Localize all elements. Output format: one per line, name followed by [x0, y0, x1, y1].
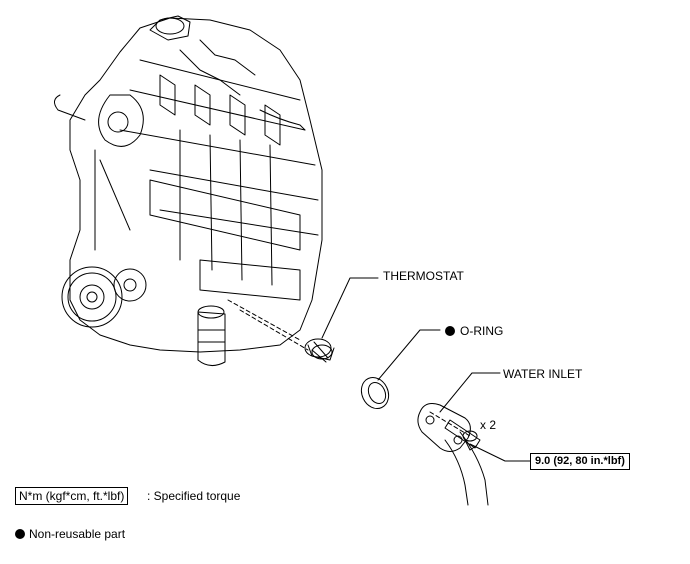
- water-inlet-label: WATER INLET: [503, 367, 583, 381]
- engine-block: [54, 15, 323, 353]
- thermostat-label: THERMOSTAT: [383, 269, 464, 283]
- alignment-line-inlet: [429, 411, 471, 437]
- water-inlet-part: [417, 403, 489, 506]
- legend-non-reusable-label: Non-reusable part: [29, 527, 126, 541]
- water-pump-pulley: [113, 268, 147, 302]
- legend-torque-box: N*m (kgf*cm, ft.*lbf): [15, 487, 129, 505]
- leader-thermostat: [321, 277, 379, 339]
- leader-bolt: [469, 443, 531, 462]
- crank-pulley: [61, 266, 123, 328]
- non-reusable-dot-o-ring: [445, 326, 455, 336]
- thermostat-part: [304, 338, 335, 363]
- legend-non-reusable-dot: [15, 529, 25, 539]
- alignment-line: [227, 299, 309, 351]
- quantity-label: x 2: [480, 418, 497, 432]
- bolt-part: [462, 430, 478, 451]
- o-ring-label: O-RING: [460, 324, 504, 338]
- leader-water-inlet: [439, 372, 501, 413]
- torque-spec-box: 9.0 (92, 80 in.*lbf): [530, 453, 630, 470]
- oil-filter: [197, 305, 226, 366]
- leader-o-ring: [377, 329, 441, 381]
- o-ring-part: [360, 376, 390, 410]
- legend-torque-desc: : Specified torque: [147, 489, 241, 503]
